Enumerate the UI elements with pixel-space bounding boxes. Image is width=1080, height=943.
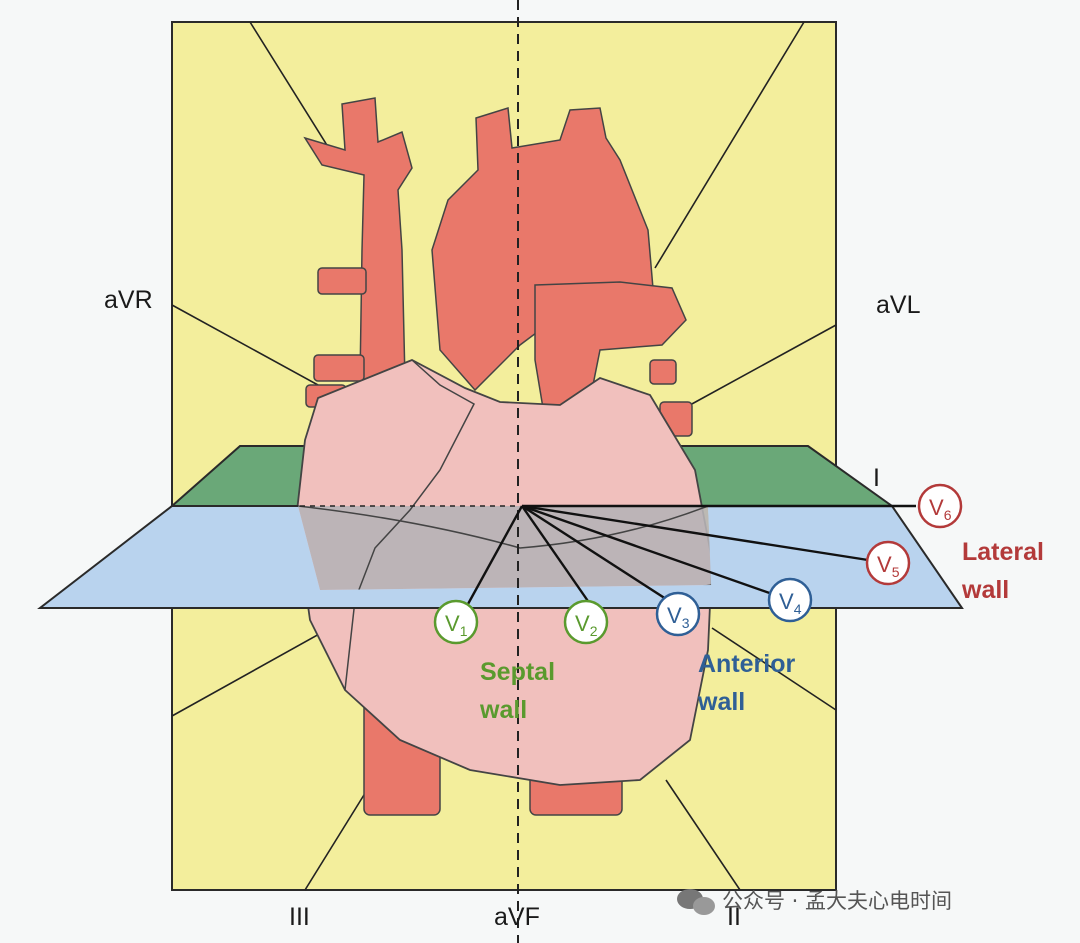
limb-lead-lines (171, 21, 837, 891)
svg-text:V6: V6 (929, 495, 952, 523)
label-anterior-line1: Anterior (698, 650, 796, 678)
label-i: I (873, 464, 880, 492)
electrode-v5-prefix: V (877, 552, 892, 577)
electrode-v3-sub: 3 (682, 615, 690, 631)
electrode-v2-sub: 2 (590, 623, 598, 639)
electrode-v4: V4 (767, 577, 813, 623)
svg-text:V4: V4 (779, 589, 802, 617)
horizontal-slice (298, 506, 712, 590)
svg-text:V3: V3 (667, 603, 690, 631)
electrode-v6: V6 (917, 483, 963, 529)
horizontal-plane-front-left (40, 506, 318, 608)
label-lateral-line1: Lateral (962, 538, 1044, 566)
electrode-v4-prefix: V (779, 589, 794, 614)
electrode-v3: V3 (655, 591, 701, 637)
label-iii: III (289, 903, 310, 931)
electrode-v2: V2 (563, 599, 609, 645)
electrode-v1: V1 (433, 599, 479, 645)
electrode-v5: V5 (865, 540, 911, 586)
label-avl: aVL (876, 291, 921, 319)
label-lateral-line2: wall (961, 576, 1009, 604)
label-septal-line2: wall (479, 696, 527, 724)
wechat-icon (677, 889, 715, 915)
watermark-text: 公众号 · 孟大夫心电时间 (722, 889, 952, 913)
electrode-v2-prefix: V (575, 611, 590, 636)
electrode-v3-prefix: V (667, 603, 682, 628)
label-ii: II (727, 903, 741, 931)
svg-text:V5: V5 (877, 552, 900, 580)
watermark: 公众号 · 孟大夫心电时间 (677, 889, 952, 915)
electrode-v6-sub: 6 (944, 507, 952, 523)
electrode-v1-sub: 1 (460, 623, 468, 639)
electrode-v6-prefix: V (929, 495, 944, 520)
svg-text:V2: V2 (575, 611, 598, 639)
horizontal-plane-edge (37, 505, 964, 609)
electrode-v5-sub: 5 (892, 564, 900, 580)
label-septal-line1: Septal (480, 658, 555, 686)
svg-text:V1: V1 (445, 611, 468, 639)
label-avr: aVR (104, 286, 153, 314)
electrode-v4-sub: 4 (794, 601, 802, 617)
electrode-v1-prefix: V (445, 611, 460, 636)
label-avf: aVF (494, 903, 540, 931)
precordial-rays (466, 504, 916, 610)
label-anterior-line2: wall (697, 688, 745, 716)
